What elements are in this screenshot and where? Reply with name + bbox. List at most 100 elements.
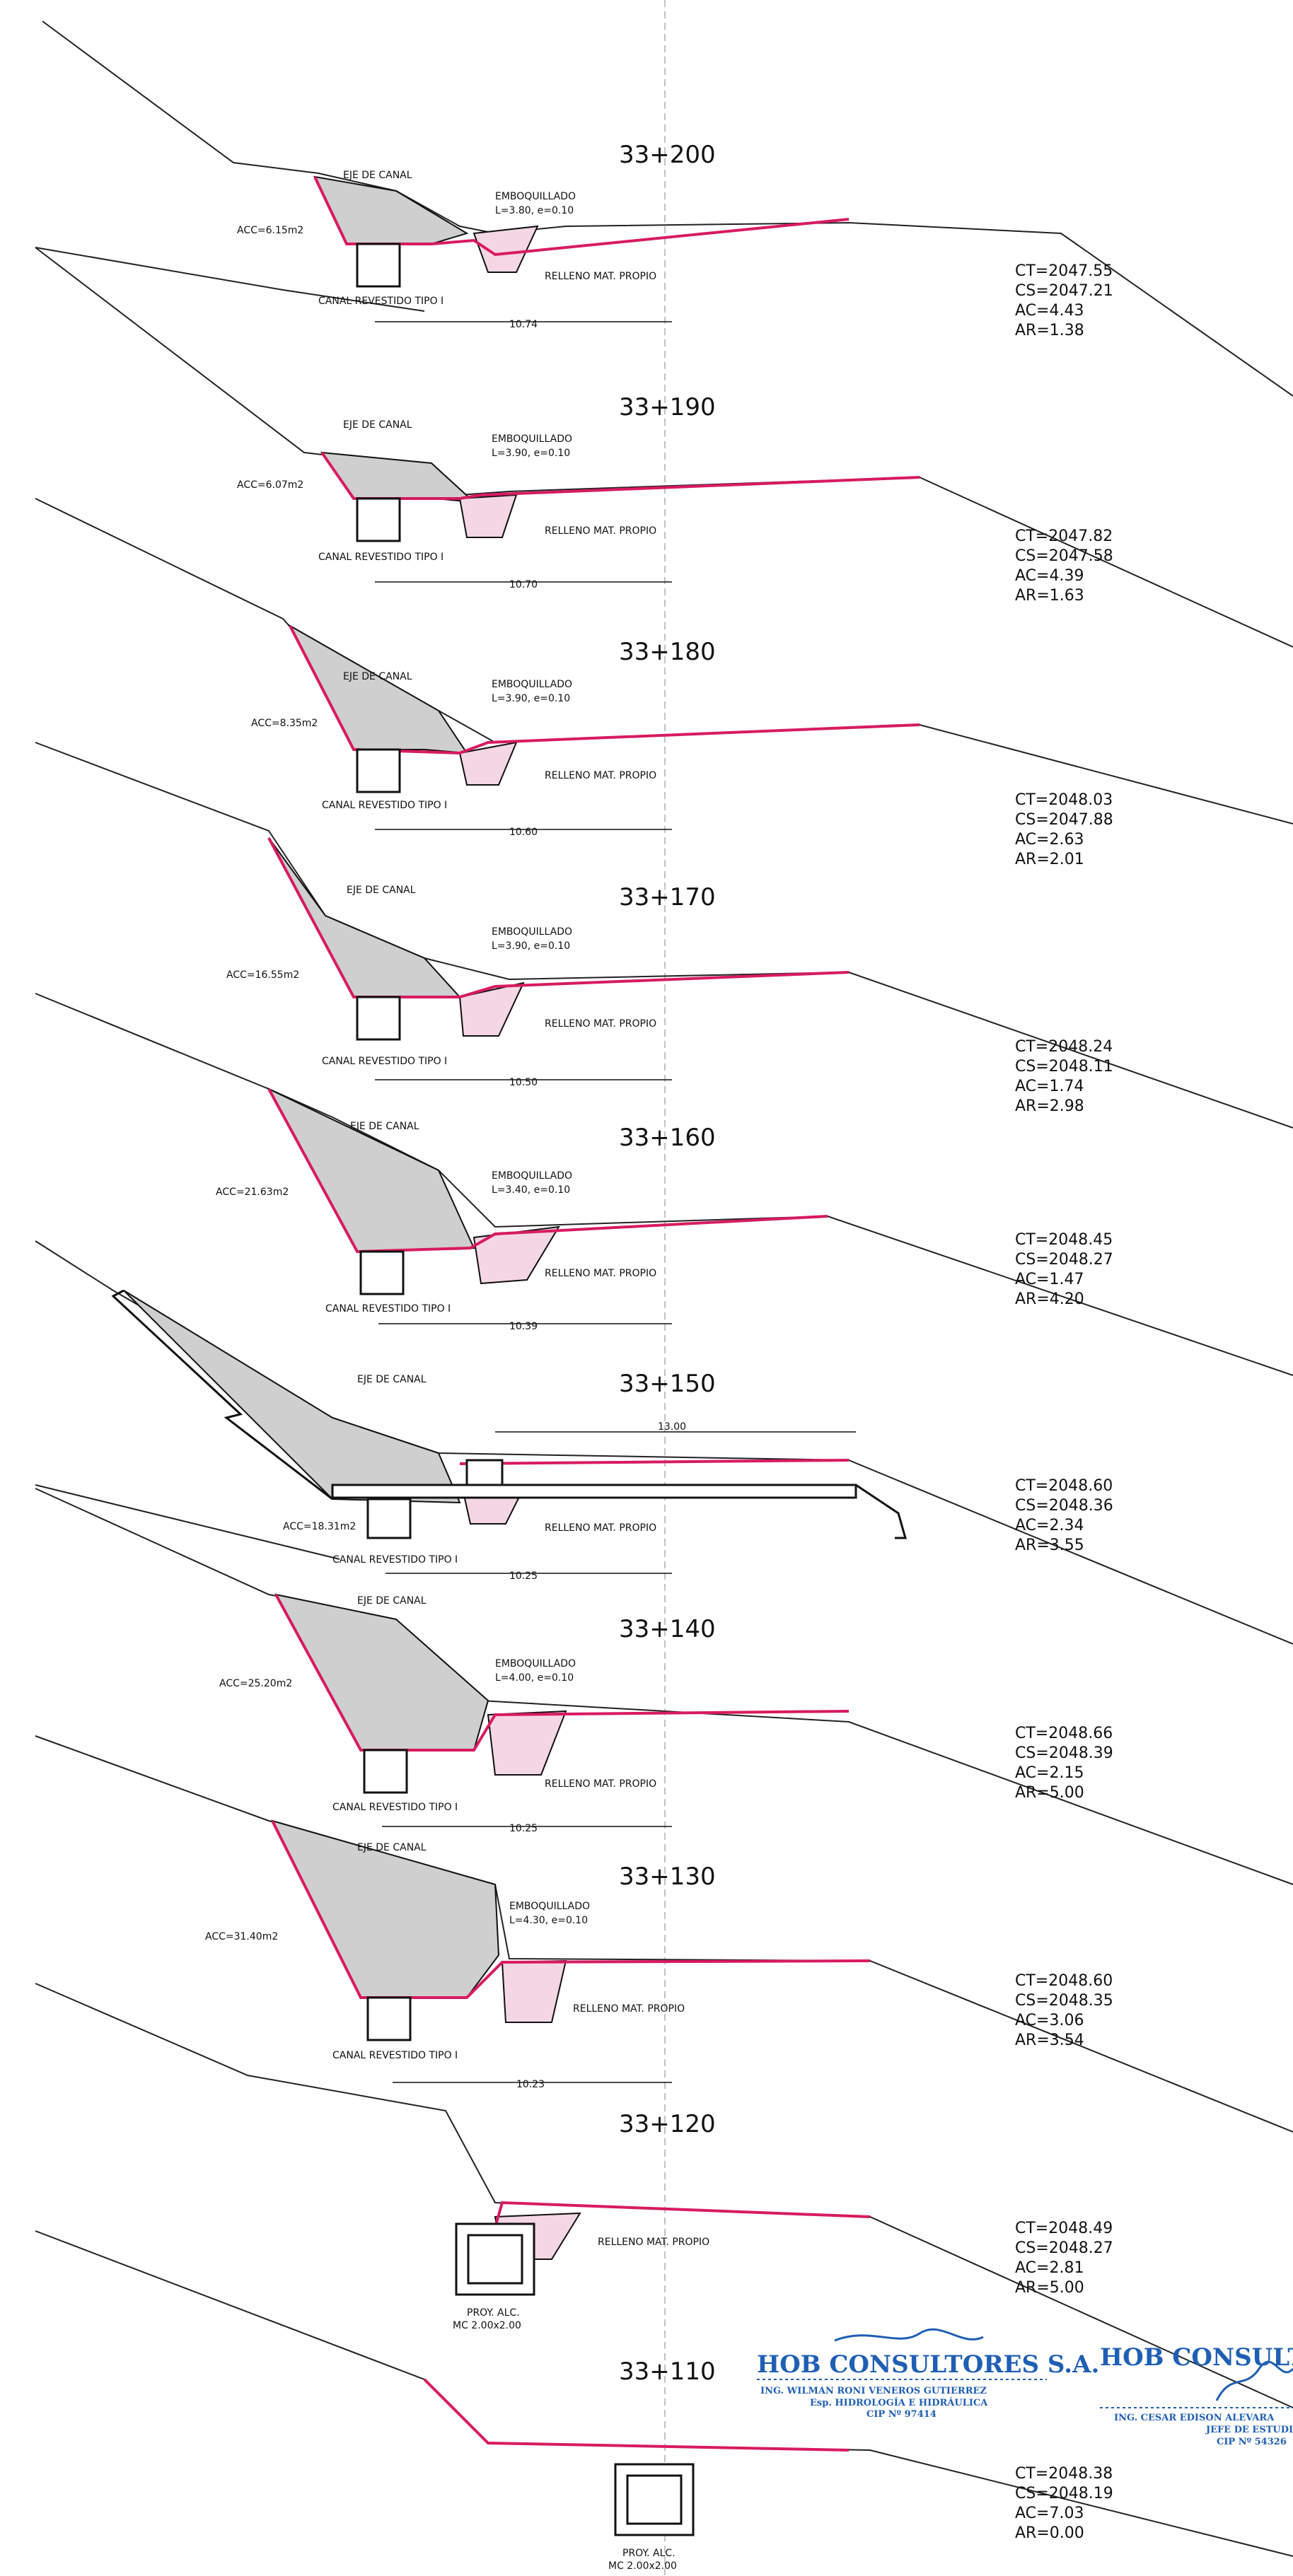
- ar-value: AR=2.98: [1015, 1097, 1084, 1115]
- emboquillado-label: EMBOQUILLADO: [492, 679, 572, 690]
- emb-spec: L=3.90, e=0.10: [492, 940, 570, 952]
- relleno-label: RELLENO MAT. PROPIO: [545, 1268, 656, 1279]
- section-33-200: 33+200 EJE DE CANAL ACC=6.15m2 EMBOQUILL…: [35, 21, 1293, 397]
- section-33-170: 33+170 EJE DE CANAL ACC=16.55m2 EMBOQUIL…: [35, 742, 1293, 1129]
- canal-box: [366, 1996, 412, 2041]
- eje-label: EJE DE CANAL: [357, 1374, 427, 1385]
- ct-value: CT=2048.45: [1015, 1231, 1113, 1249]
- terrain-line: [35, 1983, 1293, 2408]
- width-label: 10.70: [509, 579, 538, 590]
- fill-area: [501, 1959, 567, 2023]
- ct-value: CT=2048.03: [1015, 791, 1113, 809]
- eje-label: EJE DE CANAL: [343, 419, 412, 431]
- relleno-label: RELLENO MAT. PROPIO: [545, 271, 656, 282]
- cs-value: CS=2048.35: [1015, 1992, 1113, 2010]
- canal-label: CANAL REVESTIDO TIPO I: [332, 1554, 458, 1566]
- width-label: 10.74: [509, 319, 538, 330]
- eje-label: EJE DE CANAL: [350, 1121, 419, 1132]
- ac-value: AC=2.81: [1015, 2259, 1084, 2277]
- canal-label: CANAL REVESTIDO TIPO I: [332, 1802, 458, 1813]
- ac-value: AC=1.47: [1015, 1271, 1084, 1288]
- design-profile: [289, 625, 920, 755]
- section-33-160: 33+160 EJE DE CANAL ACC=21.63m2 EMBOQUIL…: [35, 993, 1293, 1376]
- ar-value: AR=5.00: [1015, 2279, 1084, 2297]
- canal-box: [359, 1250, 405, 1295]
- canal-box: [363, 1749, 408, 1794]
- station-label: 33+160: [619, 1124, 716, 1152]
- canal-label: CANAL REVESTIDO TIPO I: [318, 296, 443, 307]
- platform-box: [465, 1459, 504, 1486]
- station-label: 33+120: [619, 2110, 716, 2138]
- terrain-line: [35, 1240, 1293, 1645]
- design-profile: [320, 451, 920, 500]
- engineer-cip: CIP Nº 97414: [866, 2409, 937, 2420]
- signature: [1215, 2360, 1293, 2401]
- fill-area: [472, 1225, 560, 1285]
- acc-label: ACC=31.40m2: [205, 1931, 278, 1942]
- canal-box: [356, 996, 401, 1041]
- width-label: 10.39: [509, 1321, 538, 1332]
- ac-value: AC=7.03: [1015, 2505, 1084, 2522]
- emb-spec: L=4.30, e=0.10: [509, 1915, 588, 1926]
- station-label: 33+140: [619, 1615, 716, 1643]
- ar-value: AR=3.55: [1015, 1537, 1084, 1554]
- cs-value: CS=2048.36: [1015, 1497, 1113, 1515]
- canal-box: [366, 1498, 412, 1539]
- station-label: 33+190: [619, 393, 716, 421]
- emboquillado-label: EMBOQUILLADO: [509, 1901, 590, 1912]
- ac-value: AC=3.06: [1015, 2012, 1084, 2029]
- engineer-specialty: Esp. HIDROLOGÍA E HIDRÁULICA: [810, 2397, 988, 2408]
- acc-label: ACC=18.31m2: [283, 1521, 356, 1532]
- canal-label: CANAL REVESTIDO TIPO I: [318, 552, 443, 563]
- relleno-label: RELLENO MAT. PROPIO: [545, 770, 656, 781]
- design-profile: [267, 837, 850, 998]
- design-profile: [274, 1594, 850, 1752]
- ar-value: AR=2.01: [1015, 851, 1084, 868]
- acc-label: ACC=8.35m2: [251, 718, 318, 729]
- ar-value: AR=5.00: [1015, 1784, 1084, 1802]
- section-33-150: 33+150 EJE DE CANAL ACC=18.31m2 13.00 RE…: [35, 1240, 1293, 1645]
- canal-label: CANAL REVESTIDO TIPO I: [322, 800, 447, 811]
- canal-label: CANAL REVESTIDO TIPO I: [325, 1303, 451, 1315]
- eje-label: EJE DE CANAL: [343, 170, 412, 181]
- design-profile: [267, 1088, 828, 1254]
- ac-value: AC=2.63: [1015, 831, 1084, 849]
- design-profile: [313, 176, 850, 257]
- canal-box: [356, 748, 401, 793]
- ct-value: CT=2048.24: [1015, 1038, 1113, 1056]
- top-dimension-label: 13.00: [658, 1421, 686, 1433]
- design-profile: [423, 2378, 850, 2452]
- design-profile: [459, 1459, 850, 1465]
- signature: [834, 2328, 984, 2342]
- canal-box: [356, 497, 401, 542]
- section-33-120: 33+120 RELLENO MAT. PROPIO PROY. ALC. MC…: [35, 1983, 1293, 2408]
- ac-value: AC=4.43: [1015, 302, 1084, 320]
- emb-spec: L=3.80, e=0.10: [495, 205, 574, 216]
- design-profile: [271, 1820, 871, 1999]
- cs-value: CS=2048.19: [1015, 2485, 1113, 2502]
- cs-value: CS=2048.27: [1015, 2239, 1113, 2257]
- fill-area: [458, 494, 518, 538]
- relleno-label: RELLENO MAT. PROPIO: [545, 525, 656, 537]
- ac-value: AC=1.74: [1015, 1078, 1084, 1095]
- section-33-180: 33+180 EJE DE CANAL ACC=8.35m2 EMBOQUILL…: [35, 498, 1293, 868]
- emb-spec: L=3.90, e=0.10: [492, 693, 570, 704]
- ar-value: AR=0.00: [1015, 2524, 1084, 2542]
- engineer-name: ING. CESAR EDISON ALEVARA: [1114, 2413, 1275, 2423]
- acc-label: ACC=6.15m2: [237, 225, 303, 236]
- section-33-110: 33+110 PROY. ALC. MC 2.00x2.00 CT=2048.3…: [35, 2230, 1293, 2572]
- cut-area: [320, 451, 476, 503]
- ct-value: CT=2048.66: [1015, 1725, 1113, 1742]
- ct-value: CT=2047.55: [1015, 262, 1113, 280]
- company-name: HOB CONSULTO: [1100, 2343, 1293, 2372]
- terrain-line: [42, 21, 1293, 397]
- emb-spec: L=3.40, e=0.10: [492, 1184, 570, 1196]
- ct-value: CT=2048.60: [1015, 1972, 1113, 1990]
- culvert-box-inner: [467, 2234, 523, 2285]
- stamp-engineer-2: HOB CONSULTO ING. CESAR EDISON ALEVARA J…: [1100, 2343, 1293, 2447]
- ac-value: AC=2.34: [1015, 1517, 1084, 1534]
- relleno-label: RELLENO MAT. PROPIO: [545, 1018, 656, 1030]
- station-label: 33+110: [619, 2358, 716, 2386]
- terrain-line: [35, 247, 1293, 648]
- eje-label: EJE DE CANAL: [357, 1595, 427, 1607]
